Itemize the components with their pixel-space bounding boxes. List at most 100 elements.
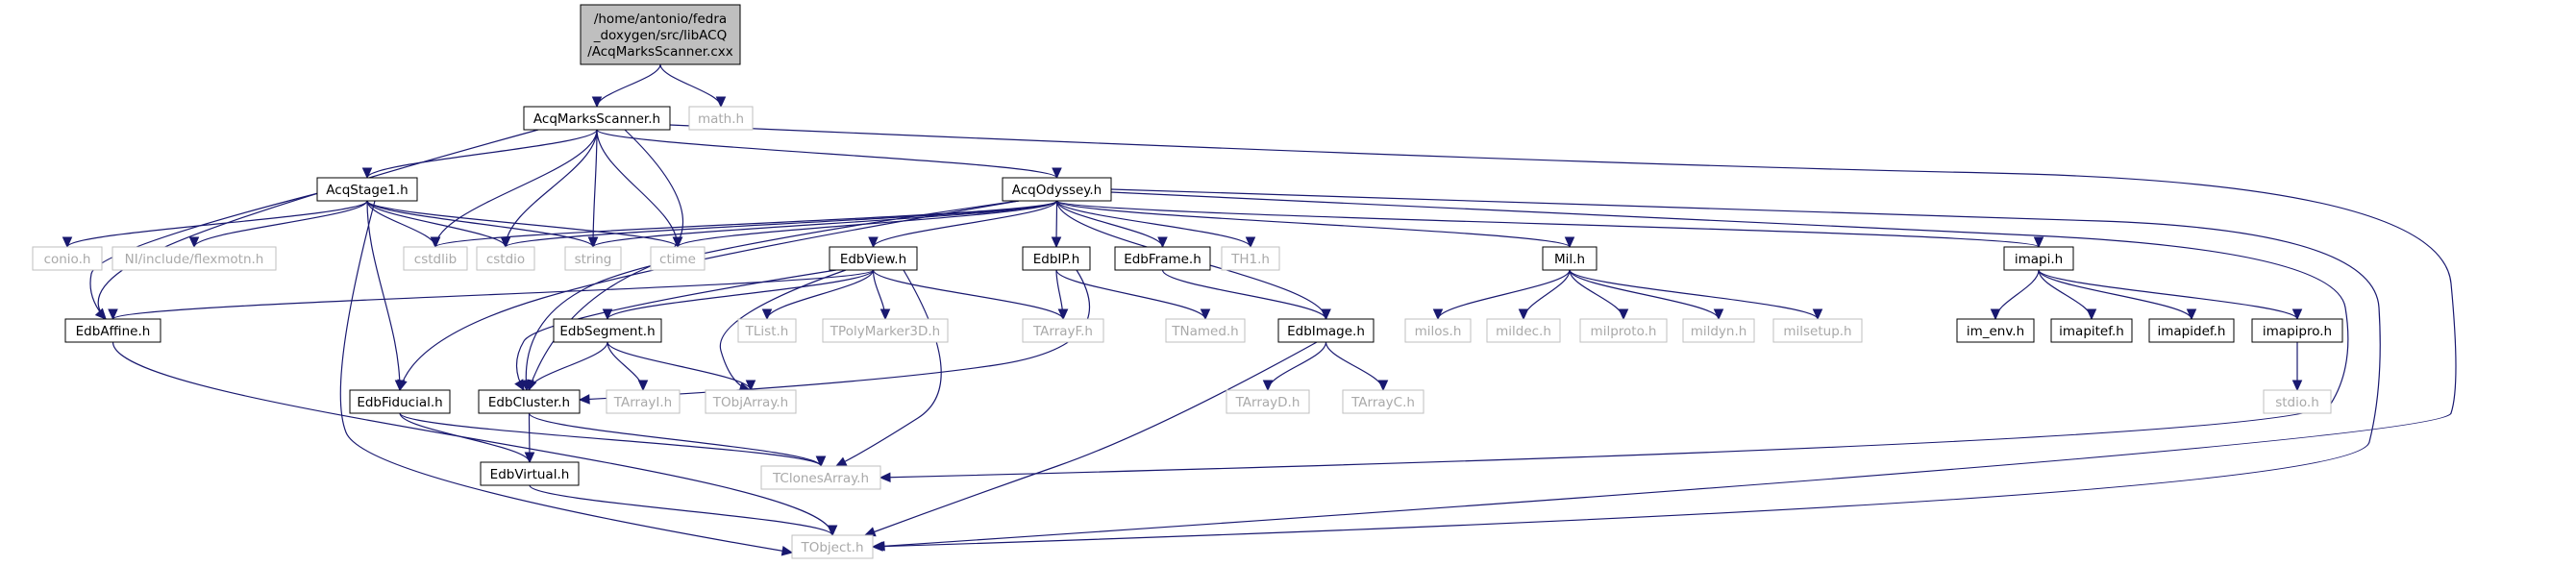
edge-AcqMarksScanner_h-to-cstdlib — [434, 129, 598, 248]
edge-AcqStage1_h-to-TObject_h — [339, 200, 793, 554]
node-box — [32, 246, 103, 271]
arrowhead-EdbSegment_h-to-TArrayI_h — [637, 380, 649, 392]
node-box — [1956, 318, 2035, 343]
node-AcqMarksScanner_h[interactable]: AcqMarksScanner.h — [523, 106, 671, 131]
edge-imapi_h-to-imapipro_h — [2038, 269, 2298, 320]
node-box — [1022, 318, 1104, 343]
arrowhead-EdbSegment_h-to-EdbCluster_h — [524, 380, 534, 392]
node-label: string — [575, 252, 612, 267]
arrowhead-AcqOdyssey_h-to-cstdlib — [430, 236, 441, 249]
node-TH1_h: TH1.h — [1221, 246, 1280, 271]
node-box — [476, 246, 535, 271]
arrowhead-Mil_h-to-mildec_h — [1518, 308, 1529, 321]
node-box — [2251, 318, 2343, 343]
edge-EdbView_h-to-TList_h — [766, 269, 875, 320]
edge-Mil_h-to-milos_h — [1437, 269, 1571, 320]
node-box — [480, 461, 580, 486]
node-ctime: ctime — [650, 246, 706, 271]
node-milproto_h: milproto.h — [1579, 318, 1668, 343]
node-label: TList.h — [745, 324, 789, 339]
node-label: TObjArray.h — [712, 395, 788, 410]
node-imapidef_h[interactable]: imapidef.h — [2148, 318, 2235, 343]
node-box — [2003, 246, 2074, 271]
node-box — [1772, 318, 1863, 343]
arrowhead-AcqOdyssey_h-to-TH1_h — [1245, 236, 1256, 249]
nodes-layer: /home/antonio/fedra_doxygen/src/libACQ/A… — [32, 4, 2343, 559]
edges-layer — [62, 63, 2457, 556]
edge-AcqMarksScanner_h-to-TObject_h — [669, 124, 2457, 548]
arrowhead-AcqMarksScanner_h-to-AcqOdyssey_h — [1052, 167, 1062, 180]
node-label: milproto.h — [1591, 324, 1657, 339]
node-EdbFrame_h[interactable]: EdbFrame.h — [1114, 246, 1211, 271]
node-box — [564, 246, 622, 271]
edge-EdbAffine_h-to-TObject_h — [111, 341, 833, 536]
node-box — [705, 389, 797, 414]
node-Mil_h[interactable]: Mil.h — [1542, 246, 1598, 271]
edge-root-to-AcqMarksScanner_h — [596, 63, 661, 108]
node-imapitef_h[interactable]: imapitef.h — [2050, 318, 2133, 343]
edge-EdbVirtual_h-to-TObject_h — [529, 484, 833, 536]
node-label: /home/antonio/fedra — [594, 12, 727, 27]
node-AcqOdyssey_h[interactable]: AcqOdyssey.h — [1002, 177, 1112, 202]
arrowhead-EdbIP_h-to-TArrayF_h — [1057, 308, 1069, 321]
node-im_env_h[interactable]: im_env.h — [1956, 318, 2035, 343]
node-EdbVirtual_h[interactable]: EdbVirtual.h — [480, 461, 580, 486]
node-label: EdbFrame.h — [1124, 252, 1201, 267]
arrowhead-imapi_h-to-im_env_h — [1990, 308, 2001, 321]
node-EdbFiducial_h[interactable]: EdbFiducial.h — [349, 389, 451, 414]
node-imapipro_h[interactable]: imapipro.h — [2251, 318, 2343, 343]
node-TNamed_h: TNamed.h — [1165, 318, 1246, 343]
arrowhead-EdbView_h-to-EdbCluster_h — [514, 379, 525, 392]
node-mildec_h: mildec.h — [1486, 318, 1561, 343]
node-box — [580, 4, 741, 65]
arrowhead-imapipro_h-to-stdio_h — [2291, 380, 2303, 392]
arrowhead-AcqOdyssey_h-to-TClonesArray_h — [879, 472, 891, 483]
arrowhead-EdbImage_h-to-TObject_h — [863, 527, 877, 537]
edge-Mil_h-to-milsetup_h — [1569, 269, 1819, 320]
node-EdbView_h[interactable]: EdbView.h — [829, 246, 918, 271]
edge-AcqMarksScanner_h-to-cstdio — [505, 129, 598, 248]
node-milsetup_h: milsetup.h — [1772, 318, 1863, 343]
node-box — [64, 318, 161, 343]
node-box — [1579, 318, 1668, 343]
node-string: string — [564, 246, 622, 271]
node-TArrayD_h: TArrayD.h — [1226, 389, 1310, 414]
node-box — [1114, 246, 1211, 271]
node-label: milos.h — [1415, 324, 1462, 339]
node-EdbCluster_h[interactable]: EdbCluster.h — [478, 389, 581, 414]
node-label: TNamed.h — [1171, 324, 1239, 339]
node-box — [606, 389, 681, 414]
node-label: imapi.h — [2015, 252, 2063, 267]
edge-AcqOdyssey_h-to-TObject_h — [872, 188, 2381, 548]
edge-EdbView_h-to-EdbAffine_h — [111, 269, 875, 320]
node-EdbIP_h[interactable]: EdbIP.h — [1022, 246, 1091, 271]
edge-EdbView_h-to-EdbSegment_h — [607, 269, 875, 320]
node-box — [829, 246, 918, 271]
edge-AcqMarksScanner_h-to-string — [592, 129, 598, 248]
edge-imapi_h-to-imapidef_h — [2038, 269, 2192, 320]
node-milos_h: milos.h — [1404, 318, 1472, 343]
arrowhead-AcqOdyssey_h-to-Mil_h — [1564, 236, 1575, 249]
node-TList_h: TList.h — [737, 318, 797, 343]
edge-AcqStage1_h-to-string — [366, 200, 594, 248]
node-imapi_h[interactable]: imapi.h — [2003, 246, 2074, 271]
node-label: TArrayF.h — [1032, 324, 1093, 339]
node-label: /AcqMarksScanner.cxx — [587, 44, 733, 60]
node-box — [2148, 318, 2235, 343]
node-root[interactable]: /home/antonio/fedra_doxygen/src/libACQ/A… — [580, 4, 741, 65]
node-label: EdbSegment.h — [559, 324, 655, 339]
edge-AcqOdyssey_h-to-EdbFrame_h — [1055, 200, 1164, 248]
node-label: EdbImage.h — [1287, 324, 1365, 339]
node-EdbImage_h[interactable]: EdbImage.h — [1277, 318, 1375, 343]
node-box — [553, 318, 662, 343]
node-box — [650, 246, 706, 271]
node-label: _doxygen/src/libACQ — [593, 28, 728, 43]
node-AcqStage1_h[interactable]: AcqStage1.h — [316, 177, 418, 202]
arrowhead-EdbCluster_h-to-EdbVirtual_h — [524, 452, 535, 464]
node-label: TArrayC.h — [1350, 395, 1415, 410]
node-EdbSegment_h[interactable]: EdbSegment.h — [553, 318, 662, 343]
arrowhead-EdbIP_h-to-TNamed_h — [1200, 308, 1211, 321]
edge-EdbView_h-to-TArrayF_h — [872, 269, 1064, 320]
arrowhead-AcqStage1_h-to-conio_h — [62, 236, 73, 249]
node-EdbAffine_h[interactable]: EdbAffine.h — [64, 318, 161, 343]
